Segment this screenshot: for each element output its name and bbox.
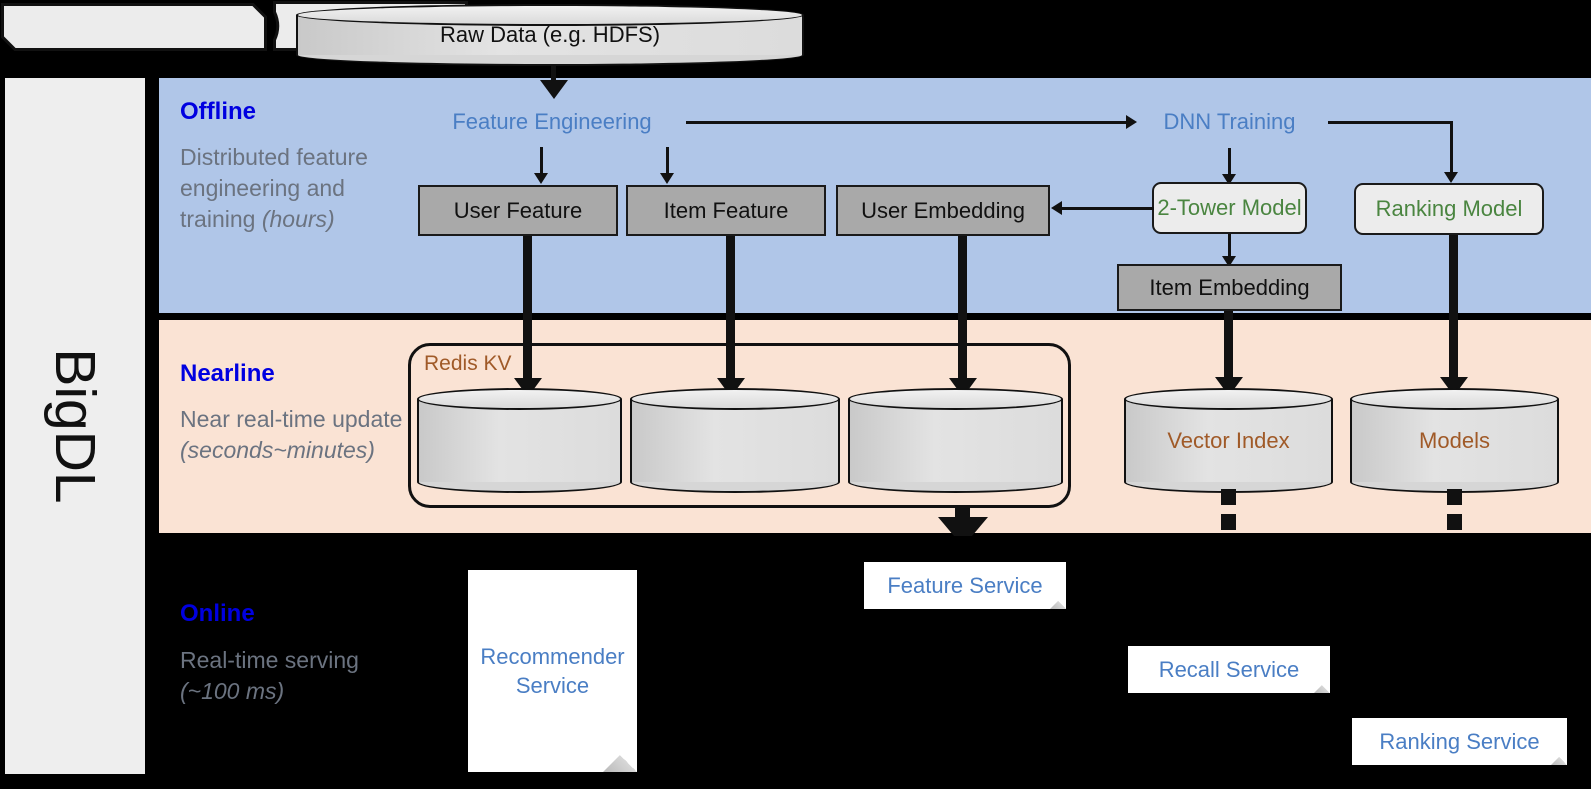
cylinder-top (630, 388, 840, 410)
connector-rawdata-fe (551, 66, 556, 88)
recommender-service-label-line2: Service (515, 673, 590, 698)
user-feature-node[interactable]: User Feature (418, 185, 618, 236)
user-feature-label: User Feature (453, 197, 583, 223)
cylinder-top (848, 388, 1063, 410)
recall-service-node[interactable]: Recall Service (1128, 646, 1330, 693)
band-title-offline: Offline (180, 98, 256, 125)
connector-dnn-ranking-v (1450, 121, 1453, 179)
page-fold-icon (1314, 677, 1330, 693)
feature-engineering-label: Feature Engineering (452, 109, 652, 134)
pipe-rankingmodel-models (1449, 235, 1458, 383)
item-feature-node[interactable]: Item Feature (626, 185, 826, 236)
connector-fe-dnn (686, 121, 1130, 124)
dash-vectorindex-recall-2 (1221, 514, 1236, 530)
dnn-training-label-wrap: DNN Training (1131, 96, 1328, 148)
recommender-service-label-line1: Recommender (480, 644, 625, 669)
page-fold-icon (603, 738, 637, 772)
redis-kv-container (408, 343, 1071, 508)
cylinder-body (630, 399, 840, 482)
band-title-online: Online (180, 600, 255, 627)
connector-fe-userfeature (540, 147, 543, 177)
pipe-itemfeature-redis (726, 236, 735, 384)
connector-fe-itemfeature (666, 147, 669, 177)
ranking-service-node[interactable]: Ranking Service (1352, 718, 1567, 765)
ranking-model-label: Ranking Model (1375, 196, 1523, 221)
raw-data-cylinder: Raw Data (e.g. HDFS) (296, 4, 804, 66)
recommender-service-node[interactable]: Recommender Service (468, 570, 637, 772)
cylinder-top (417, 388, 622, 410)
user-embedding-node[interactable]: User Embedding (836, 185, 1050, 236)
vector-index-cylinder[interactable]: Vector Index (1124, 388, 1333, 493)
arrowhead-twotower-userembedding (1051, 201, 1062, 215)
redis-cylinder-user-feature (417, 388, 622, 493)
ranking-model-node[interactable]: Ranking Model (1354, 183, 1544, 235)
item-feature-label: Item Feature (663, 197, 789, 223)
pipe-userfeature-redis (523, 236, 532, 384)
band-title-nearline: Nearline (180, 360, 275, 387)
dash-vectorindex-recall-1 (1221, 489, 1236, 505)
feature-engineering-label-wrap: Feature Engineering (418, 97, 686, 147)
user-embedding-label: User Embedding (861, 197, 1025, 223)
arrowhead-fe-dnn (1126, 115, 1137, 129)
cylinder-top (1350, 388, 1559, 410)
models-cylinder[interactable]: Models (1350, 388, 1559, 493)
cylinder-body (848, 399, 1063, 482)
bigdl-label: BigDL (43, 348, 107, 504)
ranking-service-label: Ranking Service (1379, 729, 1540, 754)
dash-models-ranking-1 (1447, 489, 1462, 505)
feature-engineering-node[interactable] (0, 2, 268, 52)
connector-twotower-itemembedding (1228, 234, 1231, 262)
arrowhead-redis-featureservice (938, 517, 988, 536)
cylinder-top (296, 4, 804, 26)
dnn-training-label: DNN Training (1163, 109, 1296, 134)
arrowhead-fe-userfeature (534, 173, 548, 184)
item-embedding-label: Item Embedding (1149, 274, 1310, 300)
connector-twotower-userembedding (1062, 207, 1154, 210)
band-desc-online: Real-time serving (~100 ms) (180, 647, 359, 704)
cylinder-body (417, 399, 622, 482)
redis-cylinder-item-feature (630, 388, 840, 493)
feature-service-node[interactable]: Feature Service (864, 562, 1066, 609)
page-fold-icon (1050, 593, 1066, 609)
dash-models-ranking-2 (1447, 514, 1462, 530)
arrowhead-twotower-itemembedding (1222, 256, 1236, 267)
cylinder-body (1350, 399, 1559, 482)
cylinder-top (1124, 388, 1333, 410)
arrowhead-rawdata-fe (540, 80, 568, 99)
vector-index-label: Vector Index (1167, 427, 1290, 453)
two-tower-model-node[interactable]: 2-Tower Model (1152, 182, 1307, 234)
bigdl-sidebar: BigDL (5, 78, 145, 774)
redis-kv-label: Redis KV (424, 352, 512, 375)
pipe-itemembedding-vectorindex (1224, 311, 1233, 383)
connector-dnn-ranking-h (1328, 121, 1452, 124)
band-desc-nearline: Near real-time update (seconds~minutes) (180, 406, 403, 463)
connector-dnn-twotower (1228, 148, 1231, 180)
two-tower-model-label: 2-Tower Model (1157, 195, 1302, 220)
arrowhead-dnn-twotower (1222, 174, 1236, 185)
pipe-userembedding-redis (958, 236, 967, 384)
feature-service-label: Feature Service (887, 573, 1043, 598)
cylinder-body (1124, 399, 1333, 482)
item-embedding-node[interactable]: Item Embedding (1117, 264, 1342, 311)
recall-service-label: Recall Service (1158, 657, 1300, 682)
arrowhead-dnn-ranking (1444, 172, 1458, 183)
page-fold-icon (1551, 749, 1567, 765)
raw-data-label: Raw Data (e.g. HDFS) (439, 22, 661, 47)
redis-cylinder-user-embedding (848, 388, 1063, 493)
arrowhead-fe-itemfeature (660, 173, 674, 184)
models-label: Models (1419, 427, 1490, 453)
band-desc-offline: Distributed feature engineering and trai… (180, 144, 368, 232)
